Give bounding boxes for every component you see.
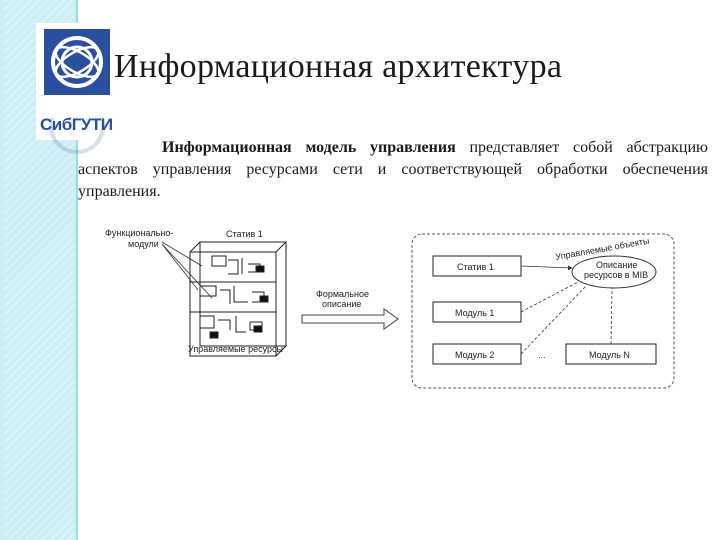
ellipsis-label: ... (538, 350, 546, 360)
body-paragraph: Информационная модель управления предста… (78, 137, 708, 203)
functional-modules-label: Функционально- (105, 228, 173, 238)
module2-box-label: Модуль 2 (455, 350, 494, 360)
sibguti-logo-icon (44, 29, 110, 95)
status-box-label: Статив 1 (457, 262, 494, 272)
paragraph-text: представляет собой абстракцию аспектов у… (78, 139, 708, 200)
logo-reflection (49, 118, 105, 154)
formal-arrow (301, 308, 399, 330)
page-title: Информационная архитектура (114, 48, 563, 85)
logo: СибГУТИ (36, 23, 118, 140)
functional-modules-label-2: модули (128, 239, 159, 249)
mib-description-label-2: ресурсов в MIB (584, 270, 648, 280)
logo-name: СибГУТИ (40, 115, 113, 134)
equipment-rack: Статив 1 (189, 229, 287, 357)
term-bold: Информационная модель управления (162, 139, 456, 156)
formal-description-label: Формальное (316, 289, 369, 299)
architecture-diagram: Функционально- модули Статив 1 Управляем… (105, 228, 675, 389)
managed-resources-label: Управляемые ресурсы (188, 344, 283, 354)
mib-description-label: Описание (596, 260, 637, 270)
module1-box-label: Модуль 1 (455, 308, 494, 318)
rack-status-label: Статив 1 (226, 229, 263, 239)
formal-description-label-2: описание (322, 299, 361, 309)
moduleN-box-label: Модуль N (589, 350, 630, 360)
